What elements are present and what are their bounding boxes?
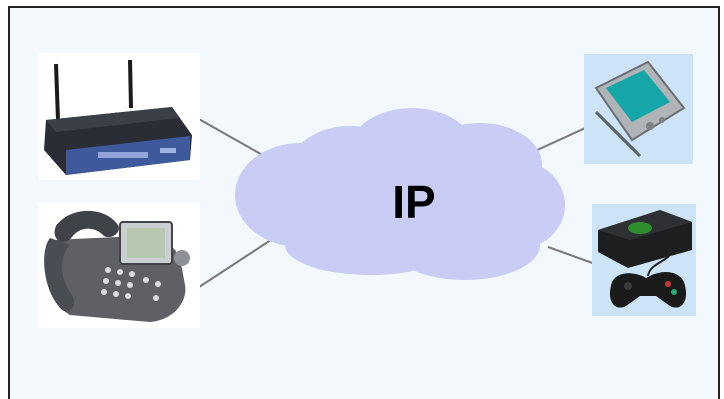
game-console-icon	[592, 204, 696, 316]
connector-console	[547, 246, 599, 266]
cloud-label: IP	[392, 176, 435, 228]
pda-icon	[584, 54, 693, 164]
wireless-router-icon	[38, 53, 200, 180]
connector-router	[189, 113, 267, 158]
ip-phone-icon	[38, 203, 200, 328]
connector-phone	[189, 233, 281, 294]
ip-cloud: IP	[235, 108, 565, 280]
